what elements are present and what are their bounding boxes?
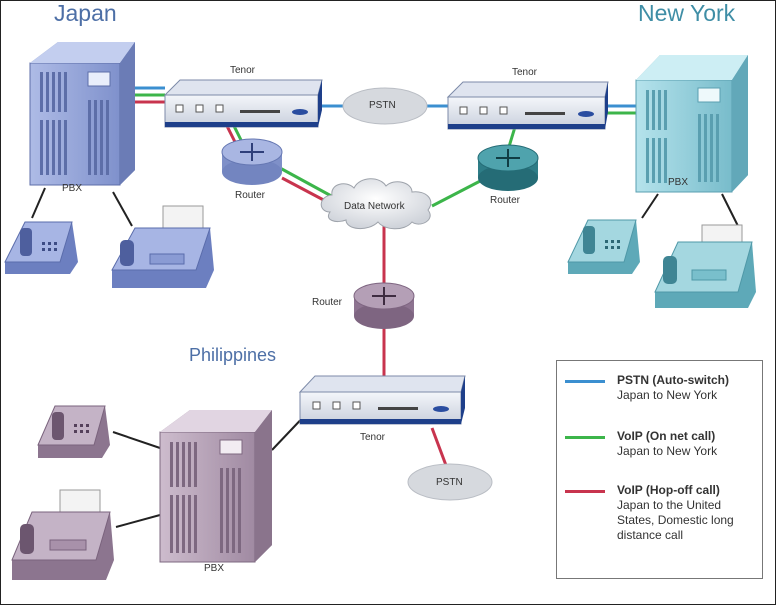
phone-philippines [37,405,110,458]
legend-swatch-pstn [565,380,605,383]
legend-title-voip-hop-off: VoIP (Hop-off call) [617,483,720,497]
router-label-japan: Router [235,190,266,201]
tenor-gateway-philippines [298,375,466,425]
site-label-new-york: New York [638,0,736,26]
fax-japan [111,205,214,288]
pstn-lines [135,86,636,108]
legend-desc-voip-on-net: Japan to New York [617,444,718,458]
pbx-new-york [635,55,748,193]
legend-desc-voip-hop-off: Japan to the United States, Domestic lon… [617,498,734,542]
data-network-cloud [320,178,432,230]
phone-new-york [567,219,640,274]
pbx-label-japan: PBX [62,183,83,194]
legend-swatch-voip-on-net [565,436,605,439]
pbx-label-new-york: PBX [668,177,689,188]
router-japan [221,138,283,185]
tenor-label-new-york: Tenor [512,67,538,78]
fax-new-york [654,224,756,308]
tenor-label-philippines: Tenor [360,432,386,443]
phone-japan [4,221,78,274]
router-new-york [477,144,539,191]
pbx-label-philippines: PBX [204,563,225,574]
legend-swatch-voip-hop-off [565,490,605,493]
tenor-label-japan: Tenor [230,65,256,76]
site-label-philippines: Philippines [189,345,277,365]
legend-title-voip-on-net: VoIP (On net call) [617,429,716,443]
pstn-label-top: PSTN [369,100,396,111]
legend: PSTN (Auto-switch) Japan to New York VoI… [556,360,763,579]
legend-desc-pstn: Japan to New York [617,388,718,402]
router-label-new-york: Router [490,195,521,206]
legend-title-pstn: PSTN (Auto-switch) [617,373,729,387]
pstn-cloud-top [342,87,428,125]
tenor-gateway-japan [163,79,323,128]
pbx-japan [29,42,135,186]
pbx-philippines [159,410,272,563]
tenor-gateway-new-york [446,81,609,130]
router-label-center: Router [312,297,343,308]
router-center [353,282,415,329]
site-label-japan: Japan [54,0,117,26]
fax-philippines [11,489,114,580]
data-network-label: Data Network [344,201,405,212]
pstn-label-bottom: PSTN [436,477,463,488]
pstn-cloud-bottom [407,463,493,501]
